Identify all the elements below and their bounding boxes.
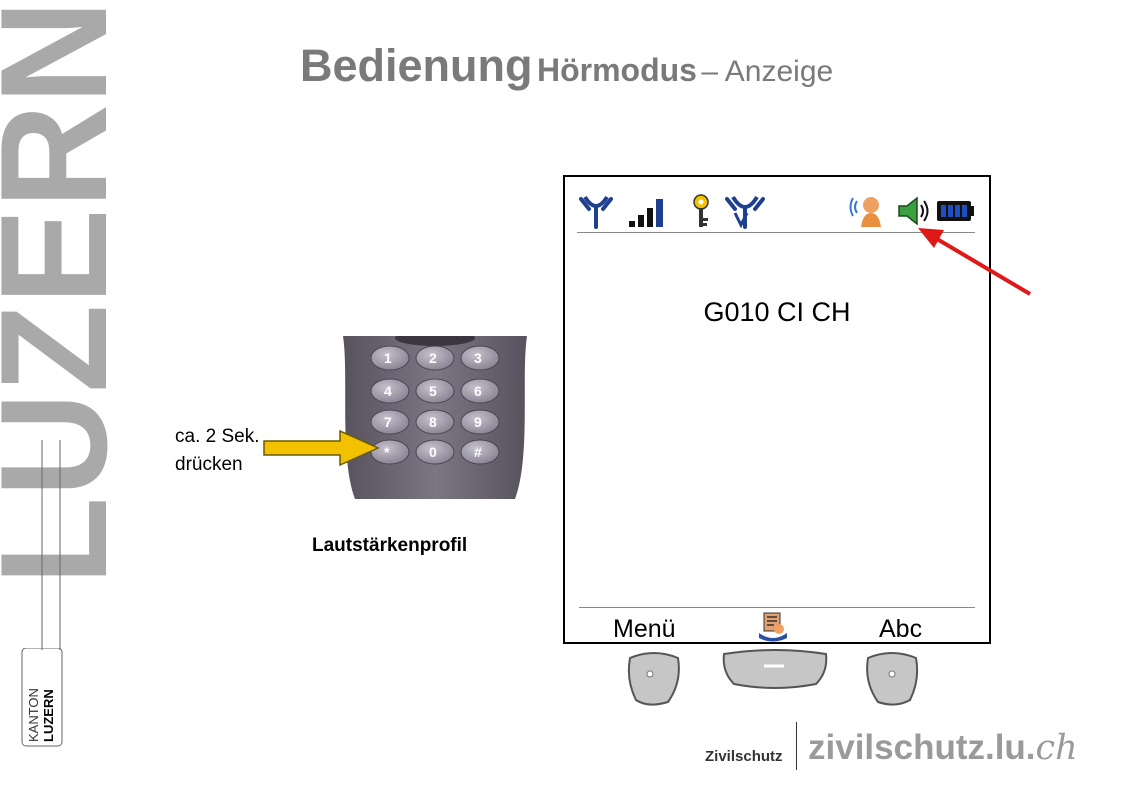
- middle-softkey-button[interactable]: [720, 648, 830, 690]
- keypad-key-star[interactable]: *: [370, 439, 410, 465]
- signal-strength-icon: [627, 193, 667, 229]
- antenna-icon: [579, 193, 613, 229]
- keypad-key-3[interactable]: 3: [460, 345, 500, 371]
- status-bar: [577, 193, 977, 233]
- phone-keypad: 1 2 3 4 5 6 7 8 9 * 0 #: [335, 330, 535, 499]
- softkey-divider: [579, 607, 975, 608]
- badge-luzern-text: LUZERN: [41, 689, 56, 742]
- right-softkey-button[interactable]: [862, 650, 922, 706]
- keypad-key-label: 7: [384, 414, 392, 430]
- footer-url-main: zivilschutz.lu.: [808, 728, 1036, 767]
- keypad-key-5[interactable]: 5: [415, 378, 455, 404]
- battery-icon: [935, 193, 975, 229]
- luzern-wordmark: LUZERN: [0, 0, 139, 600]
- key-icon: [689, 193, 713, 229]
- keypad-key-label: 9: [474, 414, 482, 430]
- title-main: Bedienung: [300, 40, 533, 91]
- speaker-volume-icon: [895, 193, 933, 229]
- network-icon: [725, 193, 765, 229]
- keypad-key-label: 5: [429, 383, 437, 399]
- keypad-key-label: 8: [429, 414, 437, 430]
- keypad-keys: 1 2 3 4 5 6 7 8 9 * 0 #: [370, 345, 500, 465]
- keypad-key-label: #: [474, 444, 482, 460]
- footer-url: zivilschutz.lu.ch: [808, 728, 1078, 768]
- keypad-key-8[interactable]: 8: [415, 409, 455, 435]
- keypad-key-2[interactable]: 2: [415, 345, 455, 371]
- keypad-key-hash[interactable]: #: [460, 439, 500, 465]
- softkey-abc[interactable]: Abc: [879, 615, 923, 643]
- phonebook-icon[interactable]: [755, 609, 791, 643]
- keypad-key-label: 0: [429, 444, 437, 460]
- left-softkey-button[interactable]: [624, 650, 684, 706]
- keypad-key-7[interactable]: 7: [370, 409, 410, 435]
- keypad-key-label: 6: [474, 383, 482, 399]
- network-name: G010 CI CH: [703, 297, 851, 327]
- title-sub: Hörmodus: [536, 52, 697, 88]
- volume-profile-label: Lautstärkenprofil: [312, 535, 468, 556]
- keypad-key-0[interactable]: 0: [415, 439, 455, 465]
- phone-display: G010 CI CH Menü Abc: [563, 175, 991, 644]
- status-divider: [577, 232, 975, 233]
- footer-url-tld: ch: [1035, 728, 1078, 768]
- footer-org-name: Zivilschutz: [705, 748, 783, 765]
- keypad-key-label: 2: [429, 350, 437, 366]
- red-arrow-icon: [910, 222, 1035, 300]
- keypad-key-4[interactable]: 4: [370, 378, 410, 404]
- kanton-luzern-badge: KANTON LUZERN: [20, 647, 64, 748]
- keypad-key-6[interactable]: 6: [460, 378, 500, 404]
- page-title: Bedienung Hörmodus – Anzeige: [300, 40, 833, 92]
- badge-kanton-text: KANTON: [26, 688, 41, 742]
- softkey-menu[interactable]: Menü: [613, 615, 676, 643]
- luzern-wordmark-text: LUZERN: [0, 0, 120, 585]
- keypad-key-label: 3: [474, 350, 482, 366]
- keypad-key-label: *: [384, 444, 390, 460]
- keypad-key-label: 4: [384, 383, 392, 399]
- footer-separator: [796, 722, 797, 770]
- brand-decor-lines: [40, 440, 70, 650]
- keypad-key-label: 1: [384, 350, 392, 366]
- press-hint: ca. 2 Sek. drücken: [175, 426, 260, 475]
- keypad-key-1[interactable]: 1: [370, 345, 410, 371]
- hearing-mode-icon: [849, 193, 883, 229]
- title-detail: – Anzeige: [701, 55, 834, 88]
- keypad-key-9[interactable]: 9: [460, 409, 500, 435]
- yellow-arrow-icon: [262, 428, 380, 468]
